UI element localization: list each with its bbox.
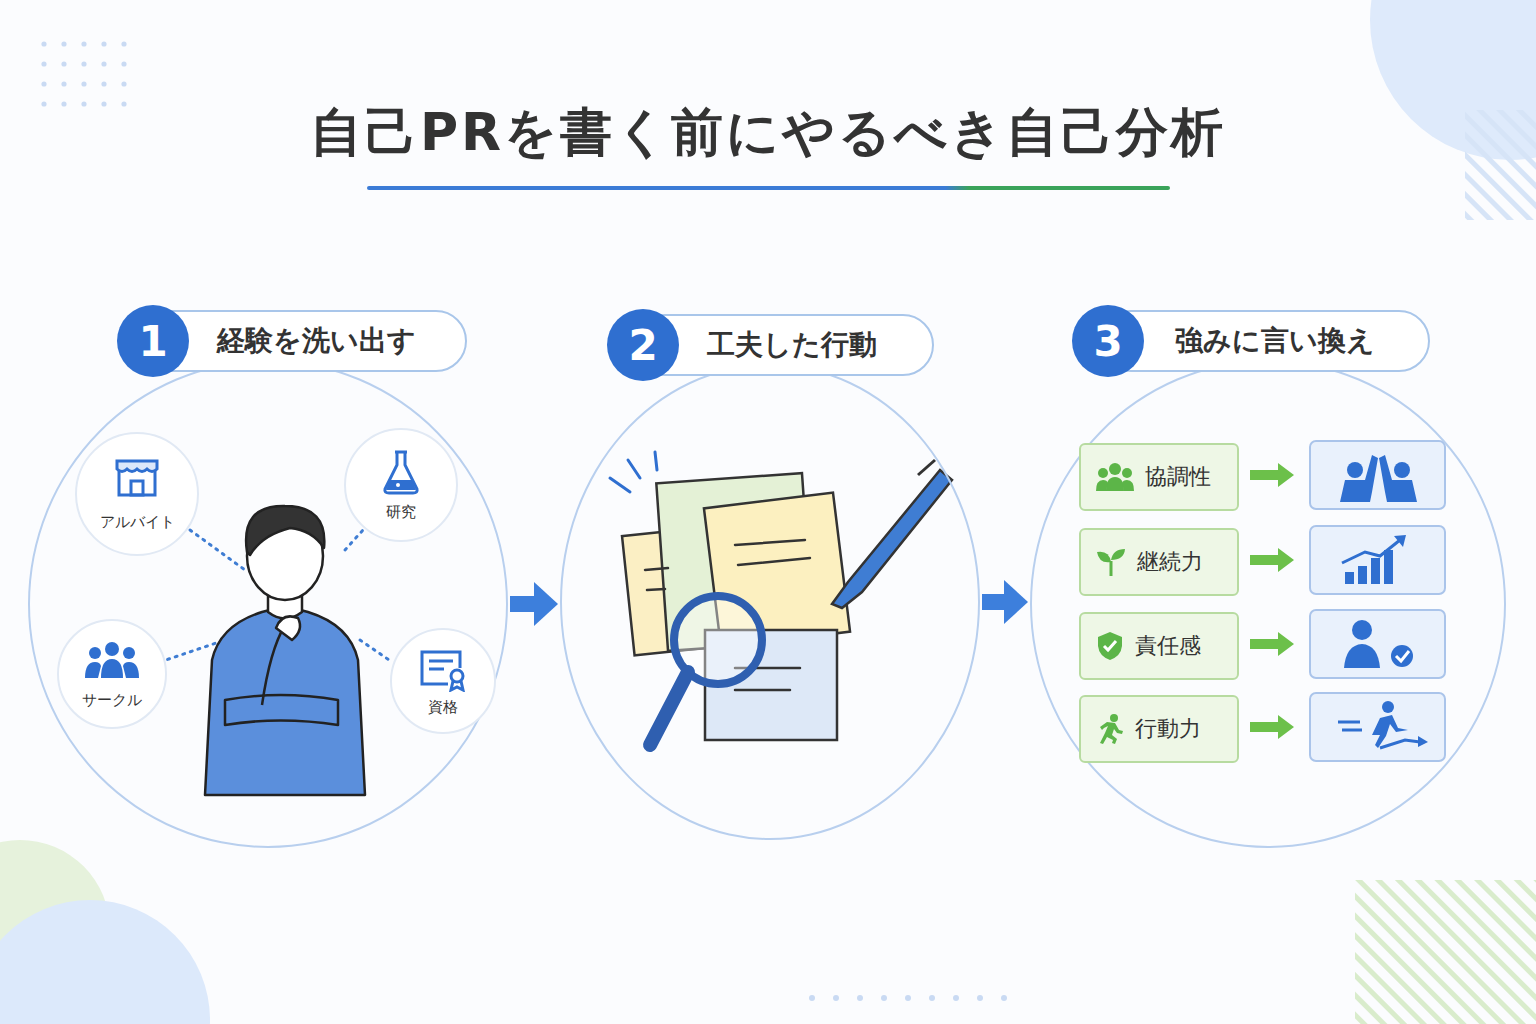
- strength-result-icons: [1250, 441, 1445, 761]
- stage-circle: 3強みに言い換え協調性継続力責任感行動力: [1030, 360, 1506, 848]
- flow-arrow: [510, 582, 558, 626]
- experience-chip: アルバイト: [75, 432, 199, 556]
- step-number: 3: [1072, 305, 1144, 377]
- title: 自己PRを書く前にやるべき自己分析: [0, 98, 1536, 168]
- chip-label: アルバイト: [77, 513, 197, 532]
- title-underline: [367, 186, 1170, 190]
- experience-chip: サークル: [57, 619, 167, 729]
- chip-label: 研究: [346, 503, 456, 522]
- step-label: 強みに言い換え: [1175, 322, 1375, 360]
- experience-chip: 資格: [390, 628, 496, 734]
- icon: [1095, 630, 1125, 662]
- strength-label: 行動力: [1135, 714, 1201, 744]
- flow-arrow: [982, 580, 1028, 624]
- step-label: 工夫した行動: [707, 326, 877, 364]
- strength-box: 協調性: [1079, 443, 1239, 511]
- step-label: 経験を洗い出す: [217, 322, 416, 360]
- stage-circle: 2工夫した行動: [560, 364, 980, 840]
- thinking-person: [205, 506, 365, 795]
- chip-label: サークル: [59, 691, 165, 710]
- step-number: 1: [117, 305, 189, 377]
- step-number: 2: [607, 309, 679, 381]
- strength-box: 責任感: [1079, 612, 1239, 680]
- chip-label: 資格: [392, 698, 494, 717]
- experience-chip: 研究: [344, 428, 458, 542]
- documents-illustration: [610, 452, 952, 745]
- strength-box: 継続力: [1079, 528, 1239, 596]
- stage-circle: 1経験を洗い出すアルバイト研究サークル資格: [28, 360, 508, 848]
- strength-box: 行動力: [1079, 695, 1239, 763]
- strength-label: 継続力: [1137, 547, 1203, 577]
- strength-label: 協調性: [1145, 462, 1211, 492]
- icon: [1095, 546, 1127, 578]
- strength-label: 責任感: [1135, 631, 1201, 661]
- icon: [1095, 713, 1125, 745]
- icon: [1095, 462, 1135, 492]
